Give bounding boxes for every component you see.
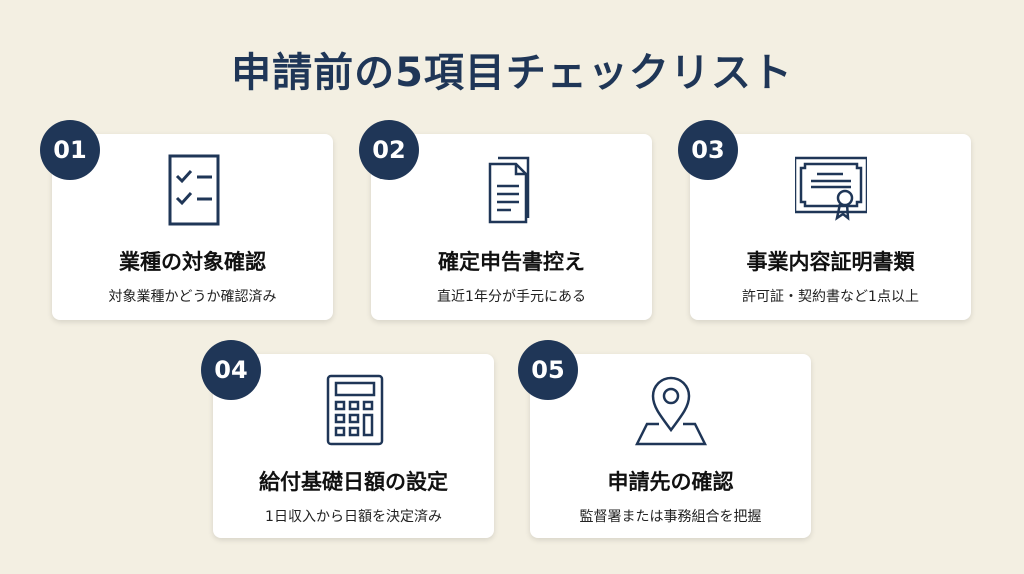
checklist-card-2: 02 確定申告書控え 直近1年分が手元にある [359,120,652,320]
card-title: 給付基礎日額の設定 [259,470,448,494]
card-subtitle: 許可証・契約書など1点以上 [742,289,919,305]
certificate-icon [794,156,867,221]
step-badge: 03 [678,120,738,180]
card-subtitle: 対象業種かどうか確認済み [108,289,277,305]
checklist-card-4: 04 給付基礎日額の設定 1日収入から日額を決定済み [201,340,494,538]
card-title: 申請先の確認 [607,470,734,494]
documents-icon [488,156,529,224]
card-subtitle: 1日収入から日額を決定済み [265,509,442,525]
checklist-card-1: 01 業種の対象確認 対象業種かどうか確認済み [40,120,333,320]
card-subtitle: 監督署または事務組合を把握 [579,509,762,525]
checklist-card-5: 05 申請先の確認 監督署または事務組合を把握 [518,340,811,538]
map-pin-icon [634,376,707,446]
card-title: 業種の対象確認 [119,250,266,274]
calculator-icon [326,374,383,446]
step-badge: 04 [201,340,261,400]
step-badge: 05 [518,340,578,400]
card-subtitle: 直近1年分が手元にある [437,289,586,305]
card-title: 事業内容証明書類 [746,250,915,274]
page-title: 申請前の5項目チェックリスト [231,50,793,96]
checklist-icon [168,154,219,226]
step-badge: 02 [359,120,419,180]
card-title: 確定申告書控え [438,250,585,274]
step-badge: 01 [40,120,100,180]
checklist-card-3: 03 事業内容証明書類 許可証・契約書など1点以上 [678,120,971,320]
